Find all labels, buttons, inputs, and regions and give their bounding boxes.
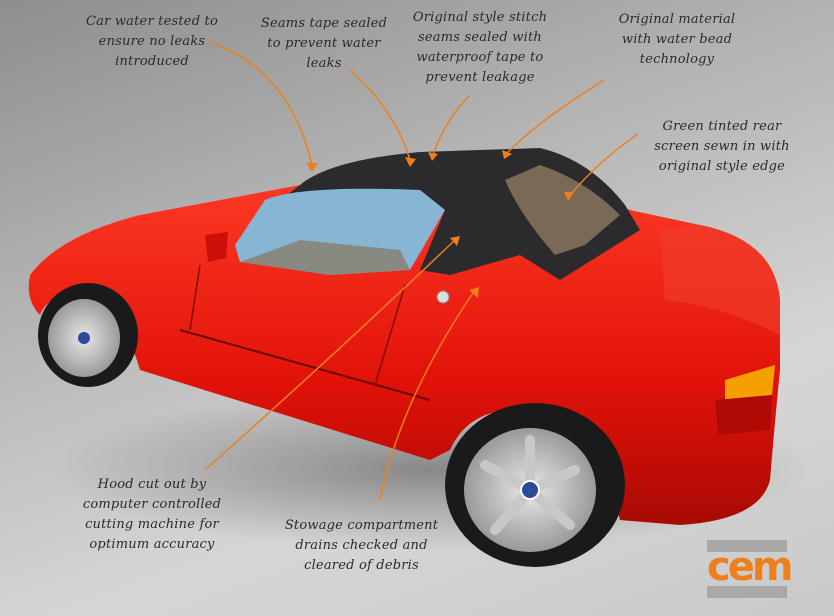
rear-screen [505,165,620,255]
tail-light [725,365,775,400]
callout-arrows [204,41,639,501]
arrow-seams-tape [349,69,411,161]
arrow-water-tested [209,41,313,166]
annotation-seams-tape: Seams tape sealed to prevent water leaks [260,16,388,71]
annotation-water-tested: Car water tested to ensure no leaks intr… [86,14,218,69]
arrow-stowage [379,289,476,501]
logo-text: cem [707,544,794,590]
rear-wheel [445,403,625,567]
arrow-stitch-seams [432,94,471,156]
annotation-hood-cut: Hood cut out by computer controlled cutt… [82,477,222,552]
annotation-stitch-seams: Original style stitch seams sealed with … [412,10,548,85]
annotation-rear-screen: Green tinted rear screen sewn in with or… [654,119,790,174]
arrow-rear-screen [569,133,639,196]
fuel-cap [436,290,450,304]
annotation-stowage: Stowage compartment drains checked and c… [284,518,439,573]
cem-logo: cem [707,540,794,598]
front-wheel [38,283,138,387]
arrow-heads [306,150,574,298]
arrow-hood-cut [204,239,456,471]
side-mirror [205,232,228,262]
arrow-material [507,79,605,153]
annotation-material: Original material with water bead techno… [618,12,736,67]
